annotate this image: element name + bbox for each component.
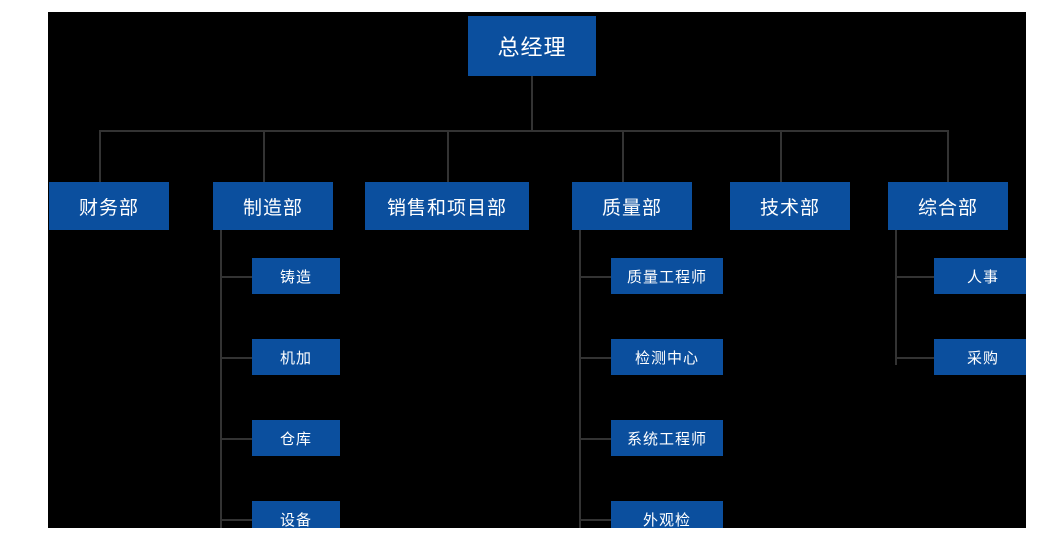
connector-dept-1-spine	[220, 230, 222, 528]
connector-dept-1-child-3-stub	[220, 519, 254, 521]
connector-dept-0-drop	[99, 130, 101, 182]
org-node-dept-1-child-1[interactable]: 机加	[252, 339, 340, 375]
connector-root-drop	[531, 76, 533, 130]
org-node-dept-3-child-3[interactable]: 外观检	[611, 501, 723, 528]
connector-dept-1-child-2-stub	[220, 438, 254, 440]
org-node-dept-4[interactable]: 技术部	[730, 182, 850, 230]
org-node-dept-3-child-2[interactable]: 系统工程师	[611, 420, 723, 456]
connector-dept-1-child-1-stub	[220, 357, 254, 359]
org-node-dept-1-child-0[interactable]: 铸造	[252, 258, 340, 294]
org-node-dept-1-child-3[interactable]: 设备	[252, 501, 340, 528]
connector-dept-3-child-1-stub	[579, 357, 614, 359]
org-node-root[interactable]: 总经理	[468, 16, 596, 76]
org-node-dept-3-child-0[interactable]: 质量工程师	[611, 258, 723, 294]
connector-dept-5-child-0-stub	[895, 276, 936, 278]
org-node-dept-1-child-2[interactable]: 仓库	[252, 420, 340, 456]
org-node-dept-5[interactable]: 综合部	[888, 182, 1008, 230]
connector-dept-2-drop	[447, 130, 449, 182]
connector-dept-3-child-0-stub	[579, 276, 614, 278]
org-node-dept-3-child-1[interactable]: 检测中心	[611, 339, 723, 375]
org-chart-canvas: 总经理 财务部 制造部 铸造 机加 仓库 设备 销售和项目部 质量部 质量工程师…	[48, 12, 1026, 528]
connector-dept-5-drop	[947, 130, 949, 182]
connector-dept-3-child-3-stub	[579, 519, 614, 521]
connector-bus	[99, 130, 948, 132]
connector-dept-5-child-1-stub	[895, 357, 936, 359]
org-node-dept-5-child-0[interactable]: 人事	[934, 258, 1026, 294]
org-node-dept-2[interactable]: 销售和项目部	[365, 182, 529, 230]
org-node-dept-3[interactable]: 质量部	[572, 182, 692, 230]
org-node-dept-5-child-1[interactable]: 采购	[934, 339, 1026, 375]
connector-dept-1-drop	[263, 130, 265, 182]
org-node-dept-1[interactable]: 制造部	[213, 182, 333, 230]
connector-dept-3-spine	[579, 230, 581, 528]
connector-dept-3-drop	[622, 130, 624, 182]
org-node-dept-0[interactable]: 财务部	[49, 182, 169, 230]
connector-dept-5-spine	[895, 230, 897, 365]
connector-dept-1-child-0-stub	[220, 276, 254, 278]
connector-dept-4-drop	[780, 130, 782, 182]
connector-dept-3-child-2-stub	[579, 438, 614, 440]
